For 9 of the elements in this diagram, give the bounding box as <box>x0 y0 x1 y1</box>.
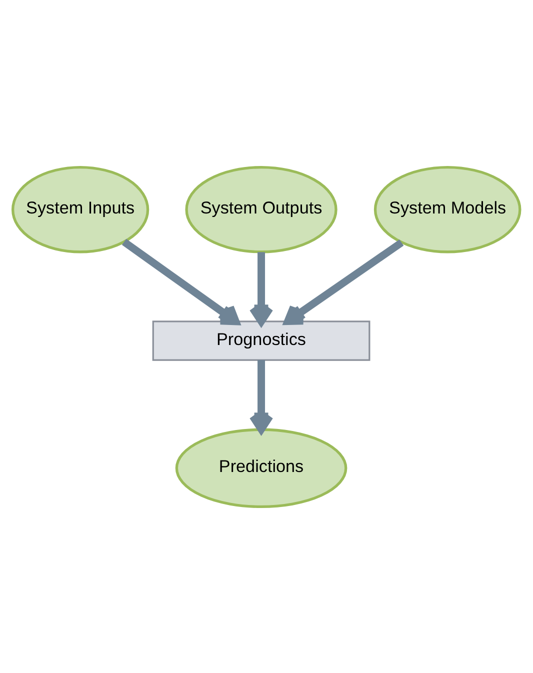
arrow <box>249 252 274 325</box>
node-box: Prognostics <box>152 320 370 360</box>
arrow <box>284 238 404 325</box>
arrow <box>122 238 240 325</box>
node-ellipse: Predictions <box>175 428 348 508</box>
node-ellipse: System Inputs <box>12 165 150 253</box>
node-ellipse: System Outputs <box>185 165 338 253</box>
node-ellipse: System Models <box>374 165 522 253</box>
arrow <box>249 360 274 433</box>
